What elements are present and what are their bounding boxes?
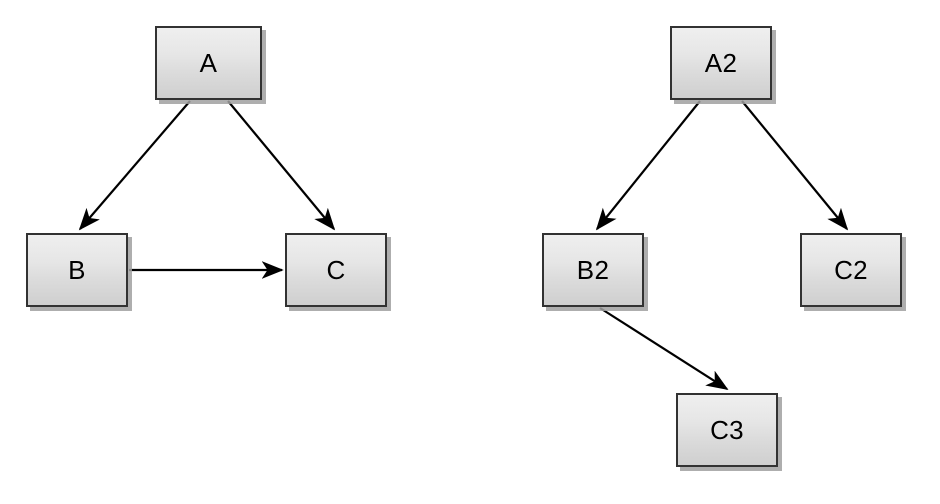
node-a-label: A xyxy=(199,48,218,78)
node-c[interactable]: C xyxy=(285,233,387,307)
node-c2[interactable]: C2 xyxy=(800,233,902,307)
edge-b2-to-c3 xyxy=(599,307,729,390)
node-b[interactable]: B xyxy=(26,233,128,307)
node-b2-label: B2 xyxy=(576,255,610,285)
node-b-label: B xyxy=(68,255,86,285)
node-c-label: C xyxy=(326,255,346,285)
edge-a2-to-b2 xyxy=(595,100,701,231)
node-c2-label: C2 xyxy=(834,255,868,285)
node-b2[interactable]: B2 xyxy=(542,233,644,307)
edge-a2-to-c2 xyxy=(741,100,849,231)
edge-a-to-b xyxy=(78,100,191,231)
node-c3-label: C3 xyxy=(710,415,744,445)
node-a2[interactable]: A2 xyxy=(670,26,772,100)
edge-a-to-c xyxy=(227,100,336,231)
node-c3[interactable]: C3 xyxy=(676,393,778,467)
node-a[interactable]: A xyxy=(155,26,262,100)
node-a2-label: A2 xyxy=(704,48,738,78)
